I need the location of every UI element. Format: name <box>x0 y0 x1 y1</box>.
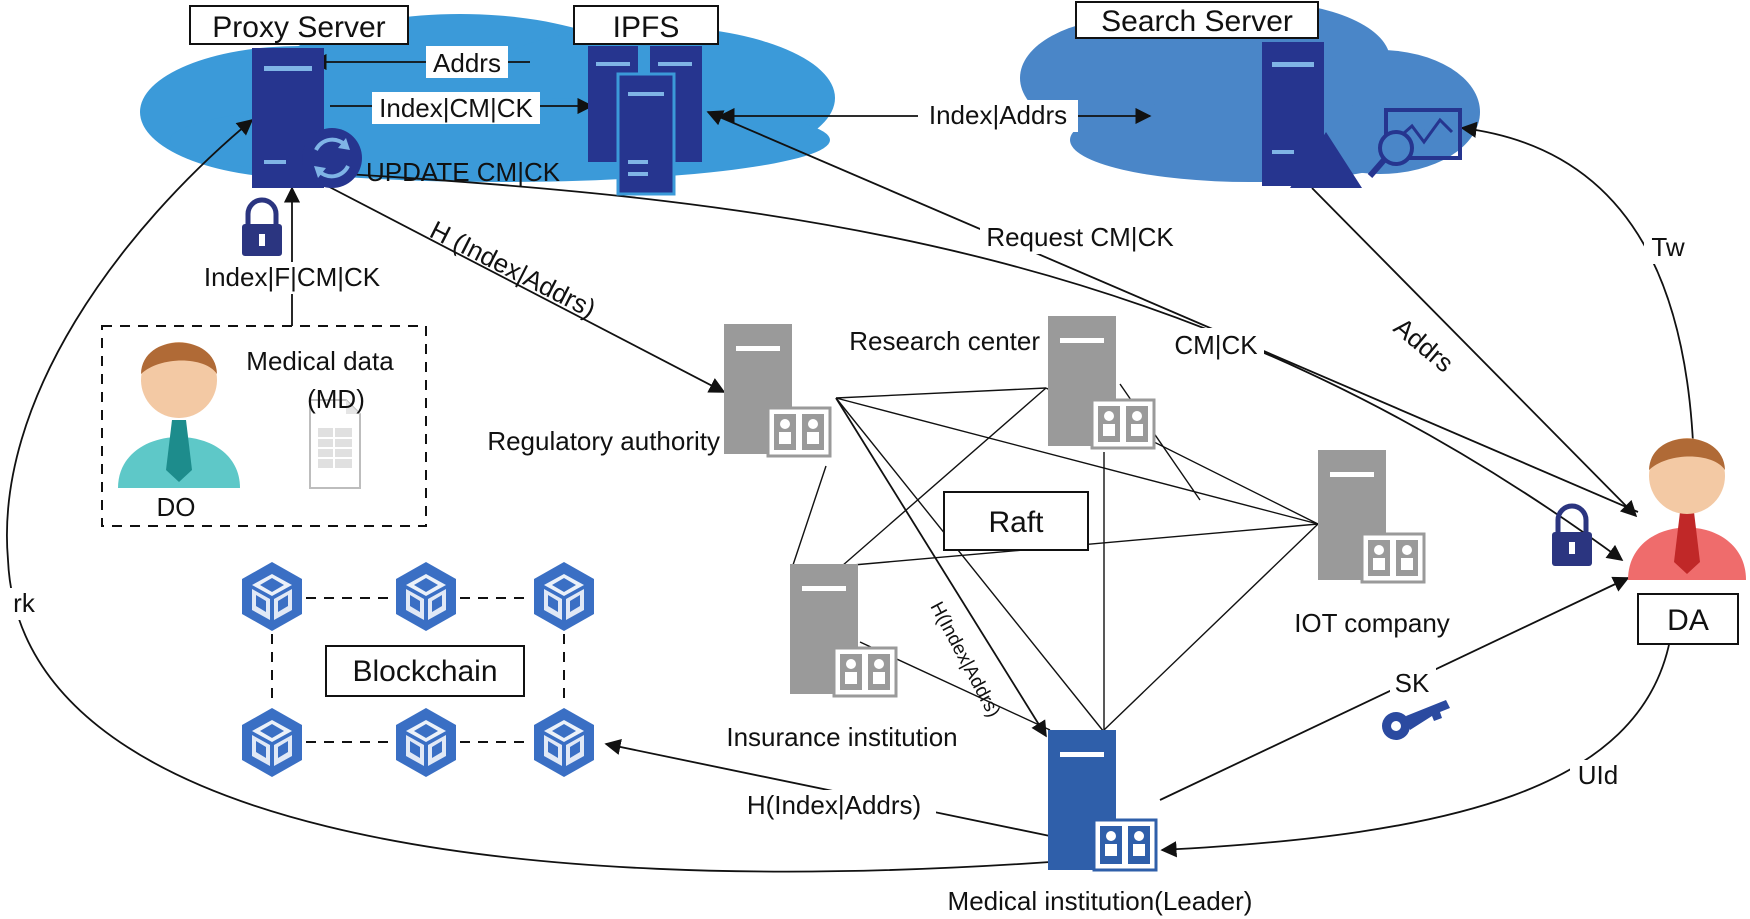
lock-icon <box>242 197 282 256</box>
sk-label: SK <box>1395 668 1430 698</box>
ipfs-label-box: IPFS <box>573 5 719 45</box>
proxy-server-label-box: Proxy Server <box>189 5 409 45</box>
key-icon <box>1382 700 1450 740</box>
search-server-label: Search Server <box>1101 5 1293 38</box>
iot-company-server-icon <box>1316 448 1426 584</box>
uid-label: UId <box>1578 760 1618 790</box>
data-analyst-avatar <box>1628 438 1746 580</box>
research-center-server-icon <box>1046 314 1156 450</box>
cm-ck-label: CM|CK <box>1174 330 1258 360</box>
data-owner-box <box>101 325 427 527</box>
h-index-addrs-small-label: H(Index|Addrs) <box>926 598 1004 720</box>
proxy-server-icon <box>252 48 362 188</box>
index-cm-ck-label: Index|CM|CK <box>379 93 533 123</box>
ipfs-label: IPFS <box>613 11 680 44</box>
medical-data-label: Medical data <box>246 346 394 376</box>
h-index-addrs-bottom-label: H(Index|Addrs) <box>747 790 921 820</box>
insurance-institution-label: Insurance institution <box>726 722 957 752</box>
blockchain-label-box: Blockchain <box>325 645 525 697</box>
da-label: DA <box>1667 604 1709 637</box>
addrs-diagonal-label: Addrs <box>1388 312 1459 379</box>
blockchain-network <box>242 562 594 777</box>
regulatory-authority-server-icon <box>722 322 832 458</box>
blockchain-node-icon <box>396 708 456 777</box>
regulatory-authority-label: Regulatory authority <box>487 426 720 456</box>
blockchain-node-icon <box>242 708 302 777</box>
tw-label: Tw <box>1651 232 1684 262</box>
analytics-icon <box>1367 108 1462 178</box>
do-label: DO <box>157 492 196 522</box>
lock-icon <box>1552 503 1592 566</box>
blockchain-label: Blockchain <box>352 655 497 688</box>
update-cm-ck-label: UPDATE CM|CK <box>366 157 561 187</box>
rk-label: rk <box>13 588 36 618</box>
proxy-server-label: Proxy Server <box>212 11 385 44</box>
da-label-box: DA <box>1637 593 1739 645</box>
index-addrs-label: Index|Addrs <box>929 100 1067 130</box>
data-owner-avatar <box>118 342 240 488</box>
iot-company-label: IOT company <box>1294 608 1450 638</box>
ipfs-server-icon <box>588 46 702 196</box>
blockchain-node-icon <box>534 708 594 777</box>
blockchain-node-icon <box>534 562 594 631</box>
medical-institution-label: Medical institution(Leader) <box>948 886 1253 916</box>
medical-institution-server-icon <box>1048 730 1158 872</box>
h-index-addrs-diagonal-label: H (Index|Addrs) <box>425 215 600 324</box>
index-f-cm-ck-label: Index|F|CM|CK <box>204 262 381 292</box>
research-center-label: Research center <box>849 326 1040 356</box>
raft-label-box: Raft <box>943 491 1089 551</box>
blockchain-node-icon <box>396 562 456 631</box>
raft-label: Raft <box>988 506 1044 539</box>
request-cm-ck-label: Request CM|CK <box>986 222 1174 252</box>
search-server-icon <box>1262 42 1462 188</box>
search-server-label-box: Search Server <box>1075 1 1319 39</box>
addrs-label: Addrs <box>433 48 501 78</box>
blockchain-node-icon <box>242 562 302 631</box>
medical-data-document-icon <box>309 399 361 489</box>
md-label: (MD) <box>307 384 365 414</box>
insurance-institution-server-icon <box>788 562 898 698</box>
